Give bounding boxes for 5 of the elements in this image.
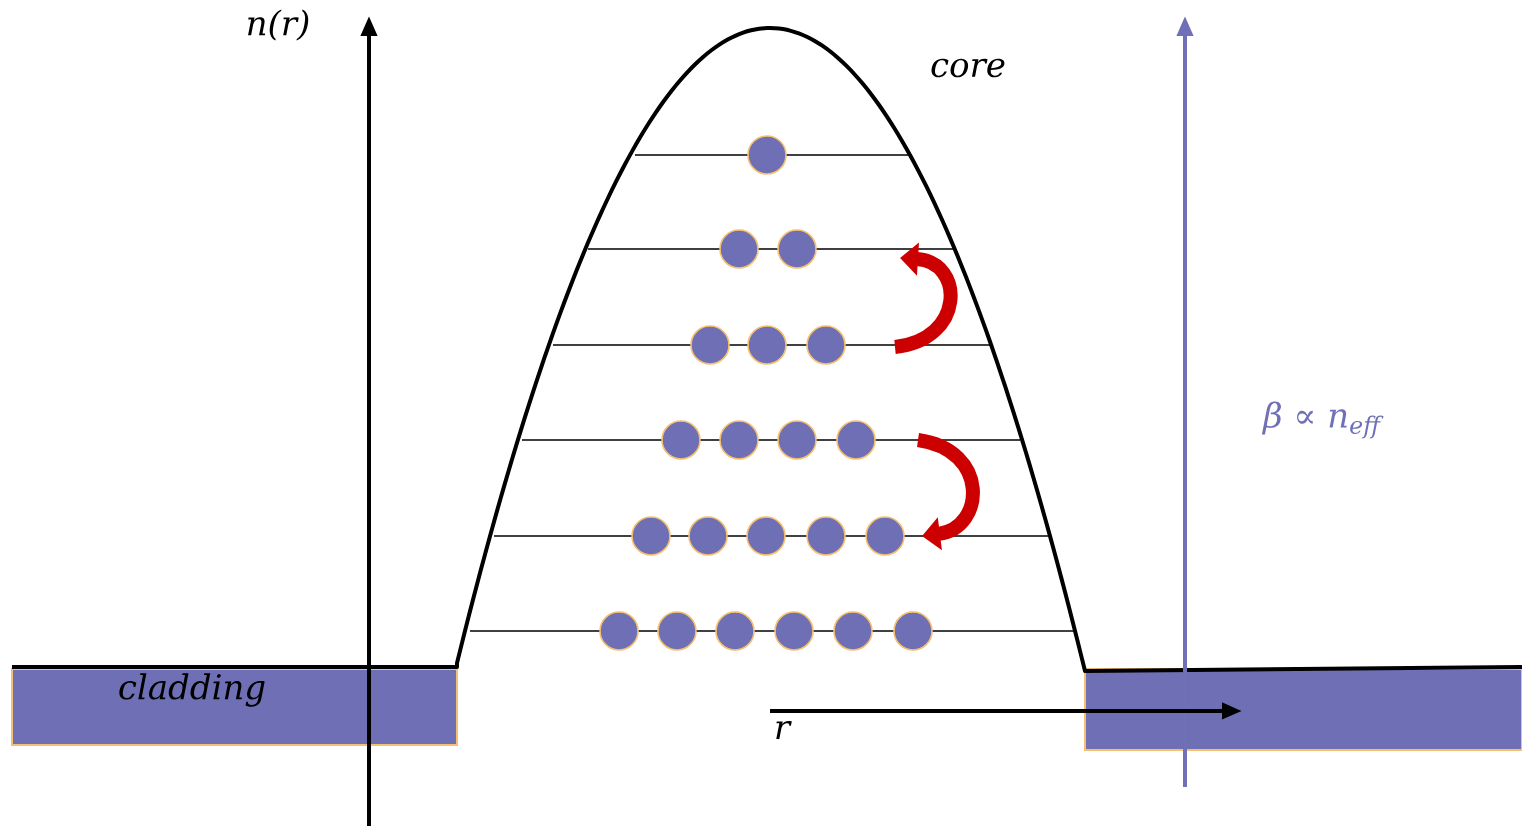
axis-label: n(r) xyxy=(248,9,309,41)
region-label: core xyxy=(931,58,1005,78)
axis-label: β ∝ n$_{eff}$ xyxy=(1261,401,1384,439)
axis-label: r xyxy=(776,720,792,740)
region-label: cladding xyxy=(119,673,265,707)
